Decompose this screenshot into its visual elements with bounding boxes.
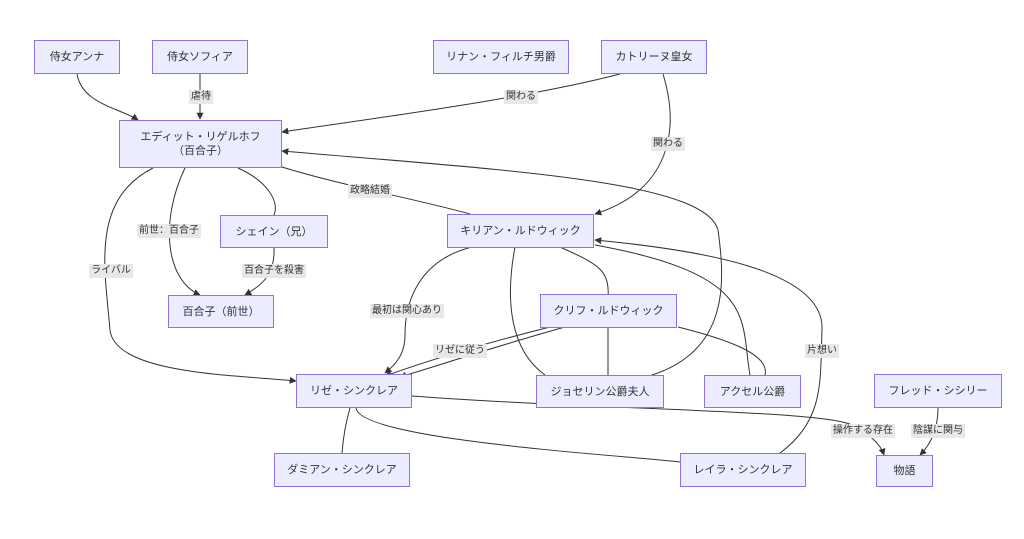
node-yuriko-past: 百合子（前世） [168, 295, 274, 328]
node-katrina: カトリーヌ皇女 [601, 40, 707, 74]
node-jocelyn: ジョセリン公爵夫人 [536, 375, 664, 408]
edge-edit-yuriko [168, 167, 201, 296]
edge-lize-damian [341, 407, 351, 454]
node-lize: リゼ・シンクレア [296, 374, 412, 408]
node-cliff: クリフ・ルドウィック [540, 294, 677, 328]
edge-label-involved-2: 関わる [651, 137, 685, 151]
edge-label-unrequited: 片想い [805, 344, 839, 358]
edge-label-conspiracy: 陰謀に関与 [911, 424, 965, 438]
edge-label-involved-1: 関わる [504, 90, 538, 104]
node-maid-anna: 侍女アンナ [34, 40, 120, 74]
edge-label-indifferent: 最初は関心あり [370, 304, 444, 318]
edge-edit-shane [237, 167, 276, 216]
node-fred: フレッド・シシリー [874, 374, 1002, 408]
node-axel: アクセル公爵 [704, 375, 801, 408]
edge-label-rival: ライバル [89, 264, 133, 278]
edge-leila-kirian [594, 237, 823, 454]
edge-label-follows-lize: リゼに従う [433, 344, 487, 358]
edge-katrina-kirian [594, 73, 671, 216]
node-damian: ダミアン・シンクレア [274, 453, 410, 487]
edge-label-political-marriage: 政略結婚 [348, 184, 392, 198]
node-rinan: リナン・フィルチ男爵 [433, 40, 569, 74]
edge-lize-leila [355, 407, 681, 463]
edge-label-manipulated: 操作する存在 [831, 424, 895, 438]
edge-label-kills-yuriko: 百合子を殺害 [242, 264, 306, 278]
edge-label-past-life: 前世：百合子 [137, 224, 201, 238]
node-edit: エディット・リゲルホフ （百合子） [119, 120, 282, 168]
edge-cliff-axel [677, 326, 766, 376]
node-story: 物語 [876, 455, 933, 487]
edge-katrina-edit [281, 73, 621, 135]
node-leila: レイラ・シンクレア [680, 453, 806, 487]
edge-kirian-lize [384, 246, 473, 374]
edge-kirian-jocelyn [509, 246, 546, 376]
edge-axel-kirian [594, 244, 751, 376]
node-kirian: キリアン・ルドウィック [447, 214, 594, 248]
edge-anna-edit [76, 73, 139, 121]
edge-label-abuse: 虐待 [189, 90, 213, 104]
edge-jocelyn-edit [281, 148, 723, 376]
node-shane: シェイン（兄） [220, 215, 328, 248]
edge-edit-lize [104, 167, 297, 384]
node-maid-sofia: 侍女ソフィア [152, 40, 248, 74]
